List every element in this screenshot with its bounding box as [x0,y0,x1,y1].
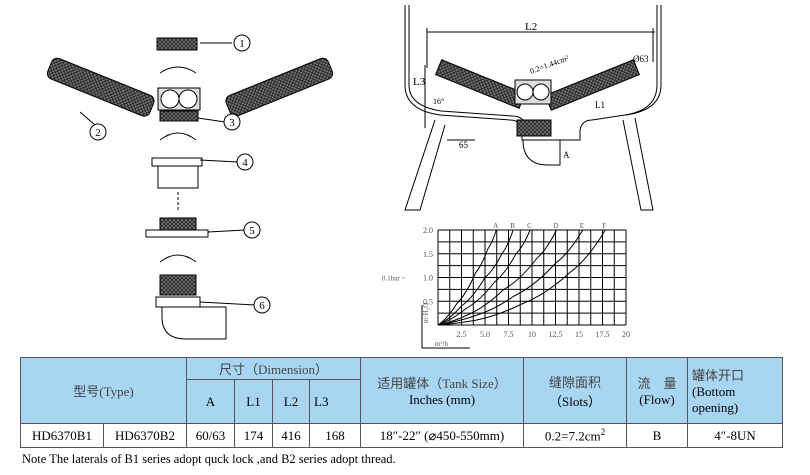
series-label-F: F [602,222,606,230]
spec-table: 型号(Type) 尺寸（Dimension） 适用罐体（Tank Size）In… [20,357,783,448]
series-line-C [437,229,531,326]
series-label-E: E [580,222,584,230]
callout-4: 4 [242,157,248,169]
value-flow: B [626,423,688,448]
dimension-header: 尺寸（Dimension） [186,357,361,380]
callout-1: 1 [239,38,245,50]
dim-65: 65 [459,140,469,150]
dim-col-l3: L3 [309,379,361,424]
x-tick-label: 17.5 [596,330,610,339]
series-line-F [437,229,606,326]
dim-slot: 0.2=1.44cm² [529,53,571,76]
value-a: 60/63 [186,423,235,448]
flow-pressure-chart: 2.5 5.0 7.5 10 12.5 15 17.5 20 0.5 1.0 1.5 2.0 0.1ba… [382,222,630,349]
tank-header: 适用罐体（Tank Size）Inches (mm) [360,357,524,424]
callout-6: 6 [259,300,265,312]
bottom-header: 罐体开口(Bottom opening) [687,357,783,424]
dim-l1: L1 [595,100,605,110]
type-b2: HD6370B2 [103,423,187,448]
callout-5: 5 [249,225,255,237]
footnote: Note The laterals of B1 series adopt quc… [22,452,396,466]
value-slots: 0.2=7.2cm2 [523,423,627,448]
exploded-view-diagram: 1 2 3 4 5 6 [46,34,334,340]
x-tick-label: 12.5 [549,330,563,339]
y-tick-label: 0.5 [423,297,433,306]
series-line-E [437,229,584,326]
table-row: HD6370B1 HD6370B2 60/63 174 416 168 18″-… [20,423,783,448]
series-line-A [437,229,497,326]
x-tick-label: 7.5 [504,330,514,339]
value-l1: 174 [234,423,273,448]
y-tick-label: 1.5 [423,250,433,259]
y-tick-label: 2.0 [423,226,433,235]
value-l3: 168 [309,423,361,448]
series-line-B [437,229,514,326]
x-tick-label: 20 [622,330,630,339]
value-l2: 416 [272,423,310,448]
value-bottom: 4″-8UN [687,423,783,448]
series-line-D [437,229,557,326]
dim-col-l2: L2 [272,379,310,424]
value-tank: 18″-22″ (⌀450-550mm) [360,423,524,448]
x-tick-label: 15 [575,330,583,339]
x-tick-label: 2.5 [457,330,467,339]
flow-header: 流 量(Flow) [626,357,688,424]
dim-l3: L3 [413,76,426,88]
type-b1: HD6370B1 [20,423,104,448]
dim-col-l1: L1 [234,379,273,424]
dim-l2: L2 [525,21,537,33]
x-axis-label: m³/h [435,340,448,348]
series-label-A: A [493,222,498,230]
dim-dia: Ø63 [633,54,649,64]
series-label-D: D [553,222,558,230]
slots-header: 缝隙面积（Slots） [523,357,627,424]
y-note-label: 0.1bar ~ [382,275,405,283]
dim-angle: 16° [433,97,444,106]
x-tick-label: 5.0 [480,330,490,339]
callout-3: 3 [229,117,235,129]
dim-col-a: A [186,379,235,424]
series-label-C: C [527,222,532,230]
y-axis-label: m·H₂O [422,303,430,323]
dim-a: A [563,150,570,160]
type-header: 型号(Type) [20,357,187,424]
y-tick-label: 1.0 [423,274,433,283]
installation-diagram: L2 L3 16° 0.2=1.44cm² Ø63 L1 65 A [404,5,662,211]
callout-2: 2 [95,127,101,139]
x-tick-label: 10 [528,330,536,339]
series-label-B: B [510,222,515,230]
